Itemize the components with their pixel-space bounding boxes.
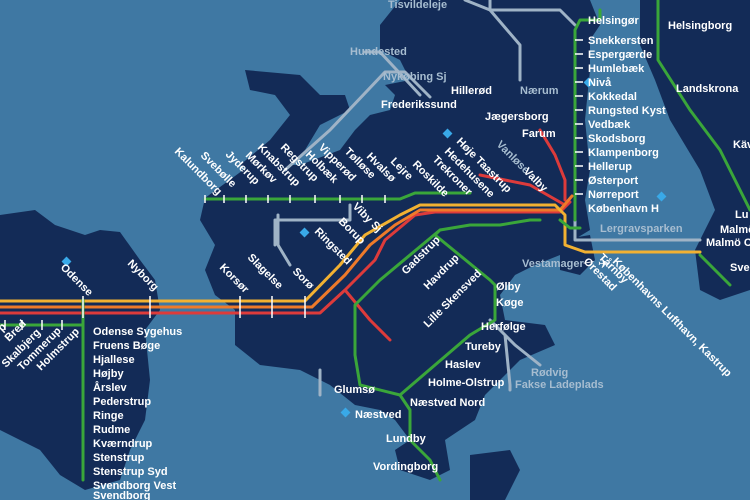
station-kokkedal: Kokkedal <box>588 91 637 103</box>
station-landskrona: Landskrona <box>676 83 739 95</box>
station-niva: Nivå <box>588 77 612 89</box>
station-vordingborg: Vordingborg <box>373 461 438 473</box>
station-diamond-icon <box>583 77 594 88</box>
grey-local-line <box>273 0 662 397</box>
station-odense-sygehus: Odense Sygehus <box>93 326 182 338</box>
station-diamond-icon <box>340 407 351 418</box>
station-pederstrup: Pederstrup <box>93 396 151 408</box>
station-nykobing: Nykøbing Sj <box>383 71 447 83</box>
land-odsherred <box>240 70 350 175</box>
station-lergravsparken: Lergravsparken <box>600 223 683 235</box>
orange-line <box>0 194 574 309</box>
station-kobenhavn-h: København H <box>588 203 659 215</box>
station-rungsted: Rungsted Kyst <box>588 105 666 117</box>
station-lundby: Lundby <box>386 433 427 445</box>
station-vestamager: Vestamager <box>522 258 584 270</box>
station-tisvildeleje: Tisvildeleje <box>388 0 447 11</box>
station-hellerup: Hellerup <box>588 161 632 173</box>
yellow-line <box>0 203 702 303</box>
station-kavlinge: Kävl <box>733 139 750 151</box>
station-kvaerndrup: Kværndrup <box>93 438 153 450</box>
station-diamond-icon <box>299 227 310 238</box>
station-fakse: Fakse Ladeplads <box>515 379 604 391</box>
airport-plane-icon: ✈ <box>598 257 609 272</box>
station-hjallese: Hjallese <box>93 354 135 366</box>
station-hojby: Højby <box>93 368 124 380</box>
station-tureby: Tureby <box>465 341 502 353</box>
station-vedbaek: Vedbæk <box>588 119 631 131</box>
station-stenstrup: Stenstrup <box>93 452 145 464</box>
land-zealand <box>200 0 600 480</box>
station-p: p <box>0 321 9 334</box>
station-lund: Lu <box>735 209 748 221</box>
station-naestved-nord: Næstved Nord <box>410 397 485 409</box>
station-malmo: Malmö <box>720 224 750 236</box>
station-jaegersborg: Jægersborg <box>485 111 549 123</box>
station-diamond-icon <box>656 191 667 202</box>
station-svedala: Sve <box>730 262 750 274</box>
land-south-islands <box>470 450 520 500</box>
station-snekkersten: Snekkersten <box>588 35 654 47</box>
station-koge: Køge <box>496 297 524 309</box>
station-espergaerde: Espergærde <box>588 49 652 61</box>
red-line <box>0 128 572 342</box>
station-glumso: Glumsø <box>334 384 375 396</box>
station-arslev: Årslev <box>93 381 128 394</box>
station-frederikssund: Frederikssund <box>381 99 457 111</box>
station-fruens-boge: Fruens Bøge <box>93 340 160 352</box>
station-naerum: Nærum <box>520 85 559 97</box>
station-herfolge: Herfølge <box>481 321 526 333</box>
station-holme-olstrup: Holme-Olstrup <box>428 377 505 389</box>
station-ringe: Ringe <box>93 410 124 422</box>
station-norreport: Nørreport <box>588 189 639 201</box>
station-helsingborg: Helsingborg <box>668 20 732 32</box>
station-rudme: Rudme <box>93 424 130 436</box>
station-rodvig: Rødvig <box>531 367 568 379</box>
station-klampenborg: Klampenborg <box>588 147 659 159</box>
station-ticks <box>4 39 583 330</box>
station-farum: Farum <box>522 128 556 140</box>
station-svendborg: Svendborg <box>93 490 150 500</box>
station-hundested: Hundested <box>350 46 407 58</box>
station-olby: Ølby <box>496 281 521 293</box>
station-stenstrup-syd: Stenstrup Syd <box>93 466 168 478</box>
station-haslev: Haslev <box>445 359 481 371</box>
station-humlebaek: Humlebæk <box>588 63 645 75</box>
station-diamond-icon <box>442 128 453 139</box>
station-osterport: Østerport <box>588 175 638 187</box>
station-malmo-c: Malmö C <box>706 237 750 249</box>
station-hillerod: Hillerød <box>451 85 492 97</box>
station-skodsborg: Skodsborg <box>588 133 645 145</box>
land-funen <box>0 210 160 490</box>
station-svendborg-vest: Svendborg Vest <box>93 480 176 492</box>
station-naestved: Næstved <box>355 409 401 421</box>
station-helsingor: Helsingør <box>588 15 639 27</box>
